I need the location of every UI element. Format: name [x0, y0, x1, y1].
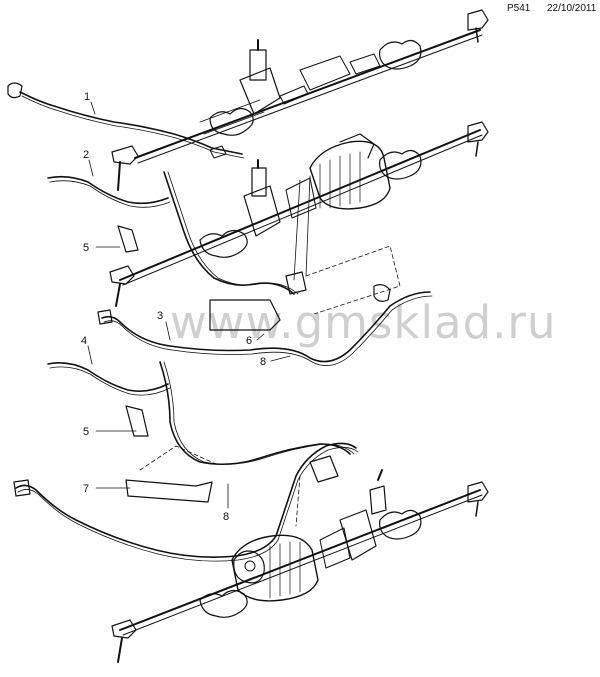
- wiring-harness-5: [13, 442, 359, 562]
- callout-5-upper: 5: [83, 242, 89, 254]
- bracket-7: [125, 479, 213, 503]
- callout-4: 4: [81, 335, 87, 347]
- wiring-harness-3: [97, 291, 433, 366]
- callout-2: 2: [83, 149, 89, 161]
- steering-gear-upper: [111, 9, 489, 191]
- callout-8-upper: 8: [260, 356, 266, 368]
- bracket-5-upper: [117, 225, 139, 253]
- callout-1: 1: [84, 91, 90, 103]
- callout-labels: 1 2 5 3 6 8 4 5 7 8: [81, 91, 266, 523]
- callout-7: 7: [83, 483, 89, 495]
- wiring-harness-2: [47, 171, 391, 302]
- callout-leaders: [87, 101, 291, 509]
- steering-gear-lower: [111, 469, 489, 663]
- bracket-6: [209, 299, 281, 331]
- watermark: www.gmsklad.ru: [170, 296, 557, 349]
- reference-leader-dashed-2: [139, 445, 301, 527]
- diagram-date: 22/10/2011: [547, 3, 597, 14]
- wiring-harness-4: [47, 361, 355, 483]
- wiring-harness-1: [7, 82, 245, 159]
- bracket-5-lower: [125, 405, 149, 437]
- callout-8-lower: 8: [223, 511, 229, 523]
- callout-3: 3: [157, 310, 163, 322]
- reference-leader-dashed: [305, 245, 401, 315]
- steering-gear-middle: [109, 121, 489, 307]
- page-code: P541: [507, 3, 531, 14]
- callout-5-lower: 5: [83, 426, 89, 438]
- callout-6: 6: [246, 335, 252, 347]
